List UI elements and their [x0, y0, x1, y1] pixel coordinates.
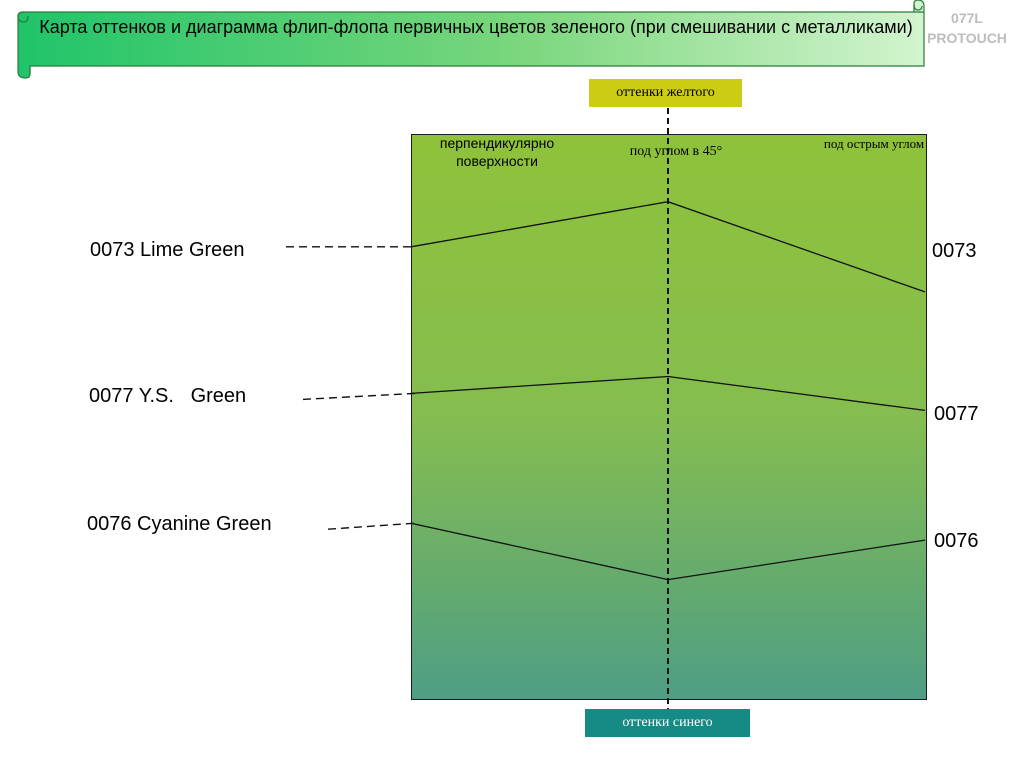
flop-line-ys-green: [410, 375, 926, 412]
blue-shades-label: оттенки синего: [585, 709, 750, 737]
leader-line-ys-green: [302, 392, 416, 401]
column-label-acute-angle: под острым углом: [823, 136, 925, 151]
color-name-lime-green: 0073 Lime Green: [90, 239, 245, 261]
column-label-45-degrees: под углом в 45°: [629, 144, 723, 159]
flop-line-cyanine-green: [410, 522, 926, 581]
product-code-line2: PROTOUCH: [927, 30, 1007, 46]
color-code-0077: 0077: [934, 403, 979, 425]
yellow-shades-label: оттенки желтого: [589, 79, 742, 107]
color-code-0076: 0076: [934, 530, 979, 552]
color-name-cyanine-green: 0076 Cyanine Green: [87, 513, 272, 535]
leader-line-cyanine-green: [327, 522, 416, 530]
flop-line-lime-green: [410, 201, 926, 293]
leader-lines: [286, 246, 416, 530]
color-code-0073: 0073: [932, 240, 977, 262]
color-name-ys-green: 0077 Y.S. Green: [89, 385, 247, 407]
flop-lines: [410, 201, 926, 581]
product-code-line1: 077L: [951, 10, 983, 26]
page-title: Карта оттенков и диаграмма флип-флопа пе…: [39, 17, 913, 37]
title-banner: Карта оттенков и диаграмма флип-флопа пе…: [14, 0, 926, 80]
column-label-perpendicular: перпендикулярно поверхности: [439, 135, 555, 169]
scroll-banner-shape: [17, 0, 925, 79]
product-code: 077L PROTOUCH: [914, 8, 1020, 48]
